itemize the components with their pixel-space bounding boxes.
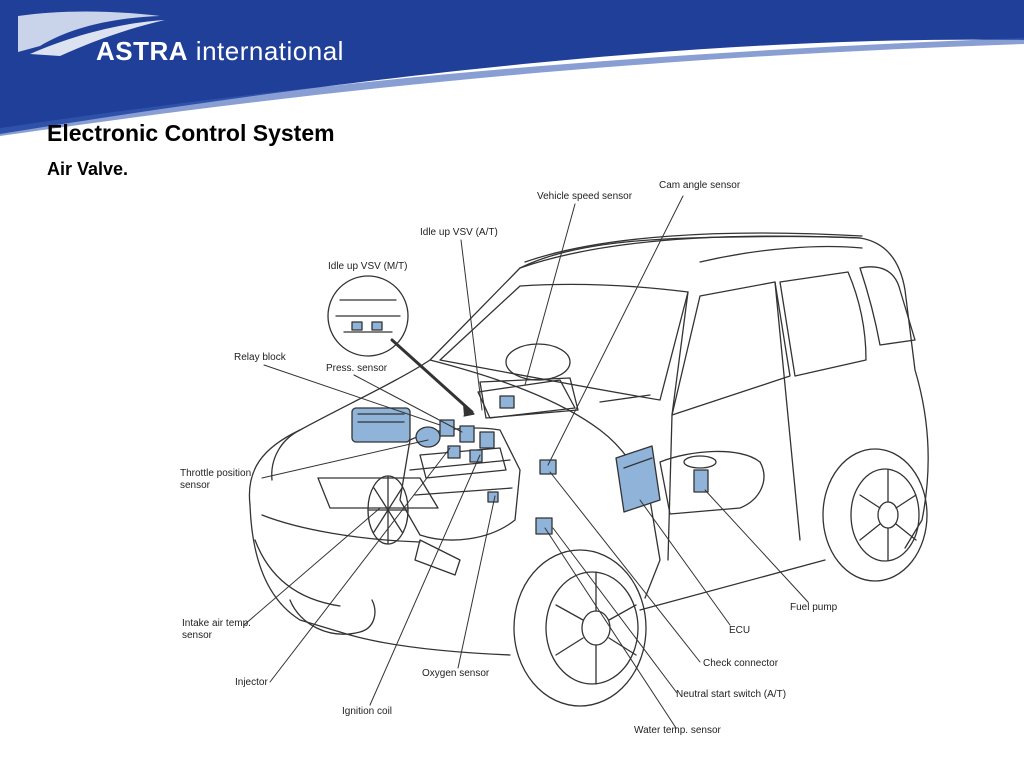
fuel-tank bbox=[659, 450, 765, 515]
label-oxygen-sensor: Oxygen sensor bbox=[422, 668, 490, 679]
car-body-outline bbox=[248, 232, 929, 656]
label-press-sensor: Press. sensor bbox=[326, 363, 388, 374]
label-vehicle-speed-sensor: Vehicle speed sensor bbox=[537, 191, 633, 202]
label-check-connector: Check connector bbox=[703, 658, 779, 669]
water-temp-sensor-part bbox=[535, 517, 553, 535]
injectors bbox=[439, 419, 495, 463]
header-wave-highlight bbox=[0, 38, 1024, 136]
idle-up-vsv-inset bbox=[327, 275, 475, 417]
label-idle-up-vsv-at: Idle up VSV (A/T) bbox=[420, 227, 498, 238]
label-throttle-position-sensor: Throttle position sensor bbox=[180, 468, 252, 491]
label-water-temp-sensor: Water temp. sensor bbox=[634, 725, 721, 736]
label-idle-up-vsv-mt: Idle up VSV (M/T) bbox=[328, 261, 408, 272]
label-neutral-start-switch: Neutral start switch (A/T) bbox=[676, 689, 787, 700]
header-band bbox=[0, 0, 1024, 140]
rear-wheel bbox=[822, 448, 928, 582]
slide-title: Electronic Control System bbox=[47, 120, 335, 146]
label-fuel-pump: Fuel pump bbox=[790, 602, 838, 613]
slide-subtitle: Air Valve. bbox=[47, 159, 129, 179]
front-left-wheel bbox=[289, 599, 376, 635]
throttle-body bbox=[415, 426, 441, 448]
label-cam-angle-sensor: Cam angle sensor bbox=[659, 180, 741, 191]
label-ignition-coil: Ignition coil bbox=[342, 706, 393, 717]
cam-angle-sensor-part bbox=[539, 459, 557, 475]
brand-name-bold: ASTRA bbox=[96, 36, 189, 66]
ecu-unit bbox=[615, 445, 661, 513]
brand-logo-text: ASTRA international bbox=[96, 36, 344, 67]
oxygen-sensor-part bbox=[487, 491, 499, 503]
front-wheel bbox=[513, 549, 647, 707]
header-wave bbox=[0, 0, 1024, 134]
label-intake-air-temp-sensor: Intake air temp. sensor bbox=[182, 618, 251, 641]
label-injector: Injector bbox=[235, 677, 268, 688]
relay-block bbox=[351, 407, 411, 443]
leader-lines bbox=[243, 195, 809, 729]
car-windows bbox=[439, 266, 916, 561]
logo-swoosh-icon bbox=[18, 11, 165, 56]
label-relay-block: Relay block bbox=[234, 352, 286, 363]
label-ecu: ECU bbox=[729, 625, 751, 636]
brand-name-rest: international bbox=[188, 36, 344, 66]
idle-up-vsv-at-part bbox=[479, 377, 579, 419]
